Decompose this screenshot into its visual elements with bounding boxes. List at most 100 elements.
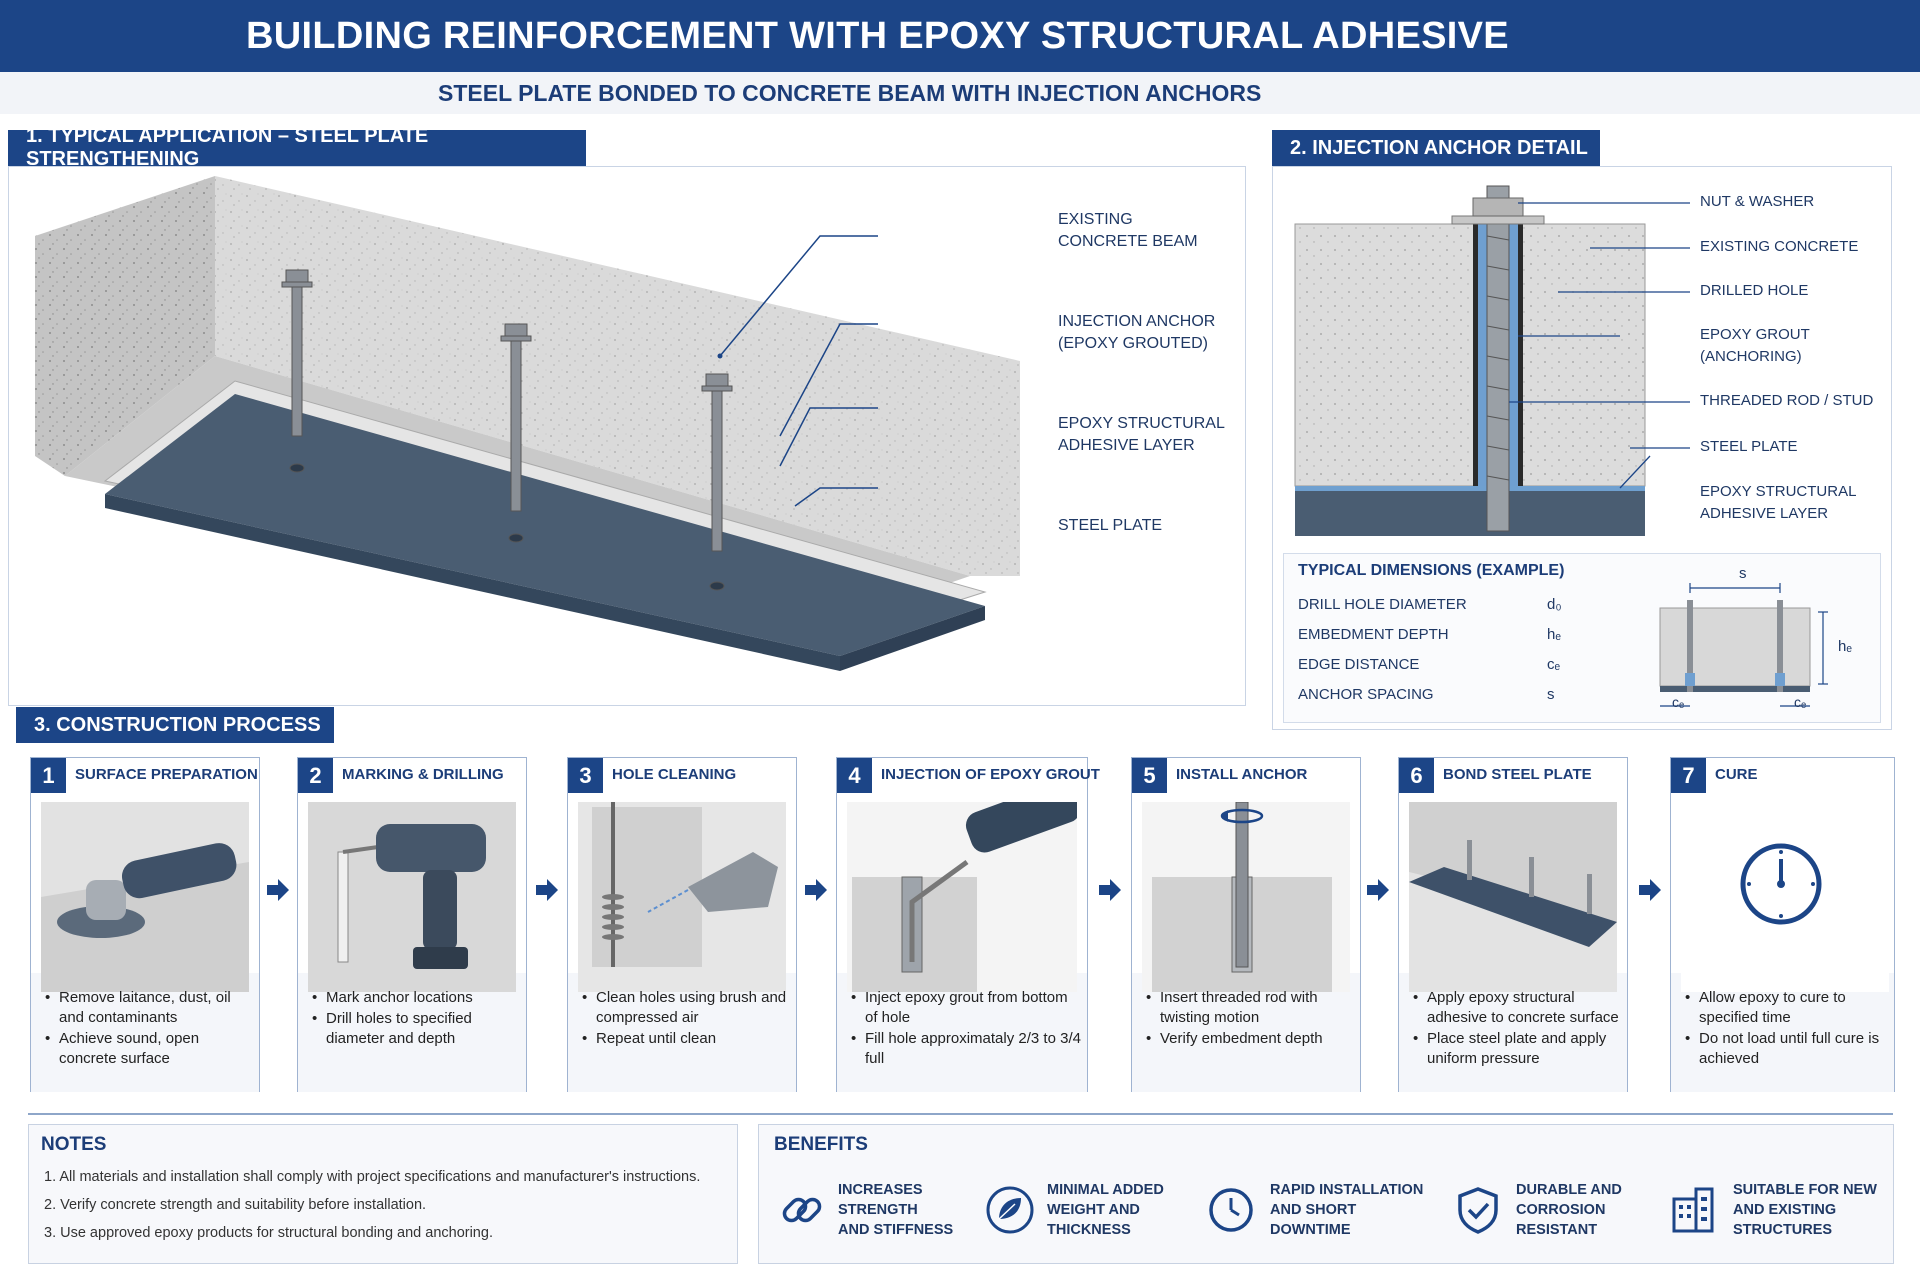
section3-title: 3. CONSTRUCTION PROCESS	[16, 707, 334, 743]
anchor-detail-illustration	[1294, 185, 1690, 536]
arrow-right-icon	[1367, 879, 1389, 901]
label-nut-washer: NUT & WASHER	[1700, 193, 1815, 210]
step-bullet: Inject epoxy grout from bottom of hole	[851, 988, 1081, 1028]
dimensions-title: TYPICAL DIMENSIONS (EXAMPLE)	[1298, 562, 1565, 579]
step-bullet: Achieve sound, open concrete surface	[45, 1029, 255, 1069]
section1-title: 1. TYPICAL APPLICATION – STEEL PLATE STR…	[8, 125, 586, 170]
step-card-7: 7 CURE Allow epoxy to cure to specified …	[1670, 757, 1895, 1092]
shield-check-icon	[1458, 1187, 1498, 1234]
step-bullet: Apply epoxy structural adhesive to concr…	[1413, 988, 1623, 1028]
benefit-text: RAPID INSTALLATION AND SHORT DOWNTIME	[1270, 1182, 1424, 1238]
beam-illustration	[35, 176, 1020, 671]
dim-symbol-s: s	[1547, 686, 1555, 703]
note-item: 2. Verify concrete strength and suitabil…	[44, 1197, 427, 1213]
notes-title: NOTES	[41, 1134, 107, 1155]
section2-title: 2. INJECTION ANCHOR DETAIL	[1272, 130, 1600, 166]
step-card-1: 1 SURFACE PREPARATION Remove laitance, d…	[30, 757, 260, 1092]
label-steel-plate: STEEL PLATE	[1058, 517, 1163, 534]
step-title: BOND STEEL PLATE	[1443, 766, 1592, 783]
adhesive-strip	[1295, 486, 1645, 491]
step-bullet: Do not load until full cure is achieved	[1685, 1029, 1895, 1069]
step-title: CURE	[1715, 766, 1758, 783]
dim-symbol-ce: cₑ	[1547, 656, 1561, 673]
arrow-right-icon	[1639, 879, 1661, 901]
notes-panel	[28, 1124, 738, 1264]
dim-symbol-he: hₑ	[1547, 626, 1561, 643]
anchor-2	[500, 323, 532, 543]
step-number: 1	[31, 758, 66, 793]
step-number: 4	[837, 758, 872, 793]
bond-plate-illustration	[1409, 802, 1617, 992]
step-title: SURFACE PREPARATION	[75, 766, 258, 783]
page-title: BUILDING REINFORCEMENT WITH EPOXY STRUCT…	[0, 0, 1920, 72]
grinder-illustration	[41, 802, 249, 992]
label-injection-anchor: INJECTION ANCHOR (EPOXY GROUTED)	[1058, 313, 1216, 352]
step-number: 7	[1671, 758, 1706, 793]
label-epoxy-adhesive-layer: EPOXY STRUCTURAL ADHESIVE LAYER	[1058, 415, 1225, 454]
nut	[1472, 197, 1524, 217]
label-epoxy-adhesive-detail: EPOXY STRUCTURAL ADHESIVE LAYER	[1700, 483, 1857, 522]
page-subtitle: STEEL PLATE BONDED TO CONCRETE BEAM WITH…	[0, 72, 1920, 114]
clock-icon	[1209, 1188, 1253, 1232]
arrow-right-icon	[1099, 879, 1121, 901]
step-card-3: 3 HOLE CLEANING Clean holes using brush …	[567, 757, 797, 1092]
dim-label-drill-hole: DRILL HOLE DIAMETER	[1298, 596, 1467, 613]
divider	[28, 1113, 1893, 1115]
benefits-title: BENEFITS	[774, 1134, 868, 1155]
steel-plate-top	[105, 394, 985, 656]
label-drilled-hole: DRILLED HOLE	[1700, 282, 1809, 299]
anchor-1	[281, 269, 313, 473]
dim-label-anchor-spacing: ANCHOR SPACING	[1298, 686, 1434, 703]
leaf-icon	[986, 1186, 1034, 1234]
step-bullet: Place steel plate and apply uniform pres…	[1413, 1029, 1623, 1069]
step-card-2: 2 MARKING & DRILLING Mark anchor locatio…	[297, 757, 527, 1092]
dim-label-edge-distance: EDGE DISTANCE	[1298, 656, 1420, 673]
chain-link-icon	[782, 1197, 822, 1223]
label-existing-concrete: EXISTING CONCRETE	[1700, 238, 1859, 255]
step-card-5: 5 INSTALL ANCHOR Insert threaded rod wit…	[1131, 757, 1361, 1092]
step-bullet: Allow epoxy to cure to specified time	[1685, 988, 1895, 1028]
label-existing-concrete-beam: EXISTING CONCRETE BEAM	[1058, 211, 1198, 250]
mini-label-he: hₑ	[1838, 638, 1852, 655]
benefit-text: MINIMAL ADDED WEIGHT AND THICKNESS	[1047, 1182, 1164, 1238]
benefit-text: DURABLE AND CORROSION RESISTANT	[1516, 1182, 1622, 1238]
step-bullet: Verify embedment depth	[1146, 1029, 1356, 1049]
step-bullet: Fill hole approximataly 2/3 to 3/4 full	[851, 1029, 1081, 1069]
step-title: HOLE CLEANING	[612, 766, 737, 783]
steel-plate-section	[1295, 491, 1645, 536]
step-title: MARKING & DRILLING	[342, 766, 504, 783]
mini-label-s: s	[1739, 565, 1747, 582]
note-item: 1. All materials and installation shall …	[44, 1169, 701, 1185]
arrow-right-icon	[536, 879, 558, 901]
step-number: 5	[1132, 758, 1167, 793]
mini-label-ce-left: cₑ	[1672, 694, 1685, 710]
mini-label-ce-right: cₑ	[1794, 694, 1807, 710]
clock-icon	[1681, 802, 1889, 992]
building-icon	[1672, 1187, 1714, 1233]
concrete-block	[1294, 223, 1646, 487]
dim-label-embedment: EMBEDMENT DEPTH	[1298, 626, 1449, 643]
label-threaded-rod: THREADED ROD / STUD	[1700, 392, 1874, 409]
step-bullet: Mark anchor locations	[312, 988, 522, 1008]
step-bullet: Repeat until clean	[582, 1029, 792, 1049]
step-number: 6	[1399, 758, 1434, 793]
step-card-4: 4 INJECTION OF EPOXY GROUT Inject epoxy …	[836, 757, 1100, 1092]
beam-end-face	[35, 176, 215, 476]
hole-cleaning-illustration	[578, 802, 786, 992]
dim-symbol-d0: d₀	[1547, 596, 1562, 613]
washer	[1451, 215, 1545, 225]
label-epoxy-grout: EPOXY GROUT (ANCHORING)	[1700, 326, 1810, 365]
benefit-text: INCREASES STRENGTH AND STIFFNESS	[838, 1182, 954, 1238]
install-anchor-illustration	[1142, 802, 1350, 992]
note-item: 3. Use approved epoxy products for struc…	[44, 1225, 493, 1241]
label-steel-plate-detail: STEEL PLATE	[1700, 438, 1798, 455]
epoxy-injection-illustration	[847, 802, 1077, 992]
steel-plate-edge	[105, 494, 840, 671]
step-title: INJECTION OF EPOXY GROUT	[881, 766, 1100, 783]
drill-illustration	[308, 802, 516, 992]
dimension-mini-diagram	[1659, 583, 1828, 707]
step-title: INSTALL ANCHOR	[1176, 766, 1308, 783]
arrow-right-icon	[267, 879, 289, 901]
step-bullet: Drill holes to specified diameter and de…	[312, 1009, 522, 1049]
